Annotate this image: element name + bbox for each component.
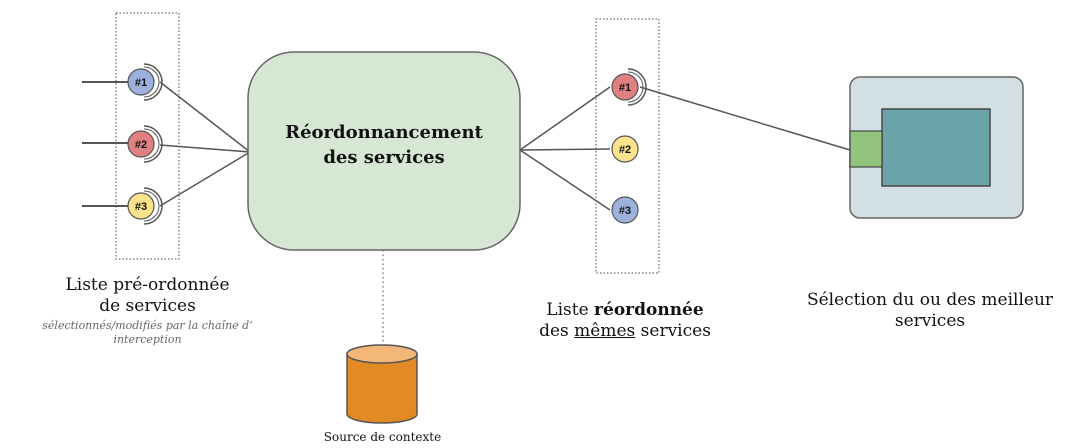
arc-right-1-inner	[627, 71, 644, 103]
connector-right-1	[519, 86, 611, 151]
arc-left-2-inner	[143, 128, 160, 160]
left-node-2-label: #2	[135, 139, 147, 151]
left-subcaption-line-2: interception	[113, 333, 182, 346]
left-node-1-label: #1	[135, 77, 147, 89]
left-node-3	[127, 192, 155, 220]
selection-caption: Sélection du ou des meilleur services	[795, 290, 1065, 332]
connector-right-2	[519, 148, 611, 151]
arc-left-3	[143, 187, 163, 225]
connector-left-2	[159, 144, 251, 153]
left-caption-line-1: Liste pré-ordonnée	[65, 275, 230, 295]
left-subcaption-line-1: sélectionnés/modifiés par la chaîne d’	[42, 319, 253, 332]
left-node-3-label: #3	[135, 201, 147, 213]
right-list-frame	[595, 18, 660, 274]
arc-left-1-inner	[143, 66, 160, 98]
left-list-caption: Liste pré-ordonnée de services sélection…	[20, 275, 275, 347]
right-node-1	[611, 73, 639, 101]
center-box-title: Réordonnancement des services	[248, 120, 520, 170]
right-caption-line2-prefix: des	[539, 321, 575, 341]
connector-to-device	[639, 86, 851, 151]
right-node-3-label: #3	[619, 205, 631, 217]
database-body	[346, 353, 418, 424]
right-node-3	[611, 196, 639, 224]
database-top	[346, 344, 418, 364]
left-node-2	[127, 130, 155, 158]
right-node-2	[611, 135, 639, 163]
right-caption-line2-suffix: services	[635, 321, 711, 341]
connector-left-3	[159, 151, 251, 207]
connector-left-1	[159, 81, 251, 153]
left-node-1	[127, 68, 155, 96]
left-list-frame	[115, 12, 180, 260]
right-caption-bold: réordonnée	[594, 300, 704, 320]
arc-left-2	[143, 125, 163, 163]
selection-caption-line-2: services	[894, 311, 966, 331]
arc-right-1	[627, 68, 647, 106]
device-tab	[849, 130, 883, 168]
selection-caption-line-1: Sélection du ou des meilleur	[806, 290, 1054, 310]
right-list-caption: Liste réordonnée des mêmes services	[510, 300, 740, 342]
center-title-line-2: des services	[323, 147, 445, 168]
right-caption-line-2: des mêmes services	[510, 321, 740, 342]
center-title-line-1: Réordonnancement	[285, 122, 483, 143]
arc-left-1	[143, 63, 163, 101]
right-node-1-label: #1	[619, 82, 631, 94]
right-node-2-label: #2	[619, 144, 631, 156]
right-caption-prefix: Liste	[546, 300, 595, 320]
database-caption: Source de contexte	[323, 430, 442, 444]
left-caption-line-2: de services	[99, 296, 196, 316]
device-screen	[881, 108, 991, 187]
right-caption-line-1: Liste réordonnée	[510, 300, 740, 321]
arc-left-3-inner	[143, 190, 160, 222]
connector-right-3	[519, 149, 611, 211]
center-box	[247, 51, 521, 251]
right-caption-underline: mêmes	[574, 321, 636, 341]
